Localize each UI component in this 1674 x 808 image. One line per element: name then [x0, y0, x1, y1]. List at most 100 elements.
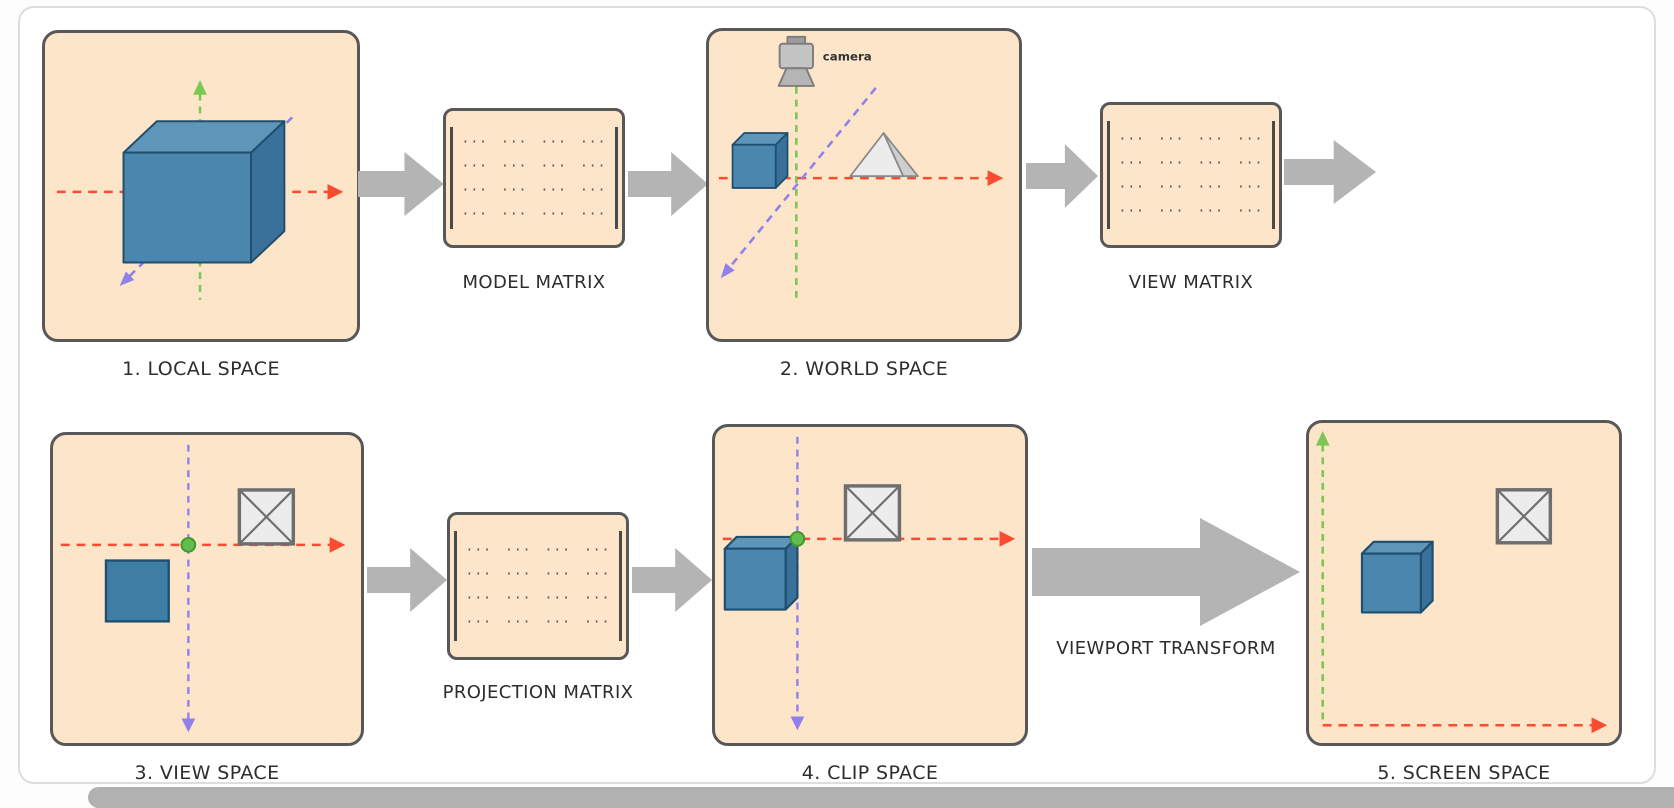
- matrix-cell: ···: [1197, 179, 1224, 195]
- matrix-cell: ···: [1158, 179, 1185, 195]
- matrix-cell: ···: [1118, 203, 1146, 219]
- screen-space-box: [1306, 420, 1622, 746]
- matrix-cell: ···: [1197, 203, 1224, 219]
- flow-arrow-3: [1026, 140, 1098, 212]
- world-space-figure: camera: [718, 35, 1004, 298]
- flow-arrow-1: [358, 148, 444, 220]
- view-matrix-box: ··· ··· ··· ··· ··· ··· ··· ··· ··· ··· ··· ··· ··· ·…: [1100, 102, 1282, 248]
- matrix-values: ··· ··· ··· ··· ··· ··· ··· ··· ··· ··· ··· ··· ··· ·…: [462, 136, 607, 221]
- origin-dot: [789, 531, 806, 547]
- crossed-box-icon: [237, 488, 296, 546]
- cube-3d-icon: [1360, 540, 1434, 614]
- z-axis-purple: [720, 87, 877, 279]
- matrix-cell: ···: [1236, 131, 1264, 147]
- flow-arrow-6: [632, 544, 712, 616]
- world-space-box: camera: [706, 28, 1022, 342]
- matrix-cell: ···: [1158, 203, 1185, 219]
- cube-3d-icon: [122, 120, 286, 264]
- small-cube-3d-icon: [731, 132, 789, 189]
- matrix-values: ········································…: [466, 544, 611, 629]
- model-matrix-box: ··· ··· ··· ··· ··· ··· ··· ··· ··· ··· ··· ··· ··· ·…: [443, 108, 625, 248]
- matrix-cell: ···: [505, 542, 532, 558]
- camera-icon: [777, 35, 815, 87]
- local-space-label: 1. LOCAL SPACE: [122, 358, 280, 380]
- matrix-cell: ···: [501, 182, 528, 198]
- matrix-cell: ···: [583, 542, 611, 558]
- matrix-cell: ···: [501, 158, 528, 174]
- matrix-cell: ···: [505, 614, 532, 630]
- matrix-cell: ···: [461, 158, 489, 174]
- matrix-bracket-left: [1106, 121, 1110, 229]
- crossed-box-icon: [1495, 488, 1553, 545]
- matrix-cell: ···: [501, 206, 528, 222]
- model-matrix-label: MODEL MATRIX: [462, 272, 606, 293]
- matrix-cell: ···: [1236, 155, 1264, 171]
- matrix-cell: ···: [1197, 131, 1224, 147]
- window-bottom-bar: [88, 787, 1674, 808]
- matrix-bracket-left: [449, 127, 453, 229]
- matrix-cell: ···: [465, 590, 493, 606]
- view-space-label: 3. VIEW SPACE: [134, 762, 280, 784]
- x-axis-red: [722, 531, 1016, 547]
- x-axis-red: [60, 537, 346, 553]
- matrix-cell: ···: [1118, 179, 1146, 195]
- matrix-cell: ···: [505, 590, 532, 606]
- matrix-cell: ···: [540, 206, 567, 222]
- matrix-cell: ···: [465, 566, 493, 582]
- matrix-cell: ···: [583, 590, 611, 606]
- camera-label: camera: [823, 49, 872, 63]
- matrix-cell: ···: [579, 206, 607, 222]
- local-space-figure: [56, 80, 344, 300]
- x-axis-red: [1322, 717, 1608, 734]
- matrix-cell: ···: [540, 182, 567, 198]
- matrix-cell: ···: [1118, 131, 1146, 147]
- clip-space-label: 4. CLIP SPACE: [801, 762, 939, 784]
- flow-arrow-4: [1284, 136, 1376, 208]
- matrix-cell: ···: [1236, 179, 1264, 195]
- matrix-cell: ···: [501, 134, 528, 150]
- screen-space-figure: [1315, 430, 1608, 734]
- y-axis-purple: [181, 444, 196, 733]
- screen-space-label: 5. SCREEN SPACE: [1377, 762, 1551, 784]
- y-axis-green: [1315, 430, 1330, 726]
- matrix-bracket-right: [1272, 121, 1276, 229]
- viewport-transform-arrow: [1032, 512, 1300, 632]
- view-space-box: [50, 432, 364, 746]
- matrix-cell: ···: [540, 134, 567, 150]
- crossed-box-icon: [843, 484, 902, 542]
- matrix-cell: ···: [544, 542, 571, 558]
- matrix-cell: ···: [1158, 131, 1185, 147]
- projection-matrix-label: PROJECTION MATRIX: [442, 682, 634, 703]
- clip-space-figure: [722, 436, 1016, 731]
- matrix-bracket-left: [453, 531, 457, 641]
- matrix-cell: ···: [583, 566, 611, 582]
- blue-square-icon: [104, 559, 170, 623]
- view-space-figure: [60, 444, 346, 733]
- matrix-cell: ···: [579, 182, 607, 198]
- matrix-cell: ···: [461, 134, 489, 150]
- flow-arrow-2: [628, 148, 708, 220]
- matrix-bracket-right: [619, 531, 623, 641]
- matrix-cell: ···: [583, 614, 611, 630]
- matrix-cell: ···: [1118, 155, 1146, 171]
- local-space-box: [42, 30, 360, 342]
- matrix-cell: ···: [540, 158, 567, 174]
- matrix-cell: ···: [461, 206, 489, 222]
- matrix-cell: ···: [544, 590, 571, 606]
- pyramid-icon: [849, 132, 919, 178]
- origin-dot: [180, 537, 197, 553]
- matrix-cell: ···: [579, 134, 607, 150]
- viewport-transform-label: VIEWPORT TRANSFORM: [1056, 638, 1276, 659]
- flow-arrow-5: [367, 544, 447, 616]
- matrix-cell: ···: [544, 566, 571, 582]
- matrix-values: ··· ··· ··· ··· ··· ··· ··· ··· ··· ··· ··· ··· ··· ·…: [1119, 133, 1264, 218]
- matrix-cell: ···: [465, 614, 493, 630]
- view-matrix-label: VIEW MATRIX: [1128, 272, 1254, 293]
- clip-space-box: [712, 424, 1028, 746]
- world-space-label: 2. WORLD SPACE: [779, 358, 949, 380]
- matrix-cell: ···: [1236, 203, 1264, 219]
- matrix-bracket-right: [615, 127, 619, 229]
- projection-matrix-box: ········································…: [447, 512, 629, 660]
- matrix-cell: ···: [1158, 155, 1185, 171]
- cube-3d-icon: [723, 535, 799, 611]
